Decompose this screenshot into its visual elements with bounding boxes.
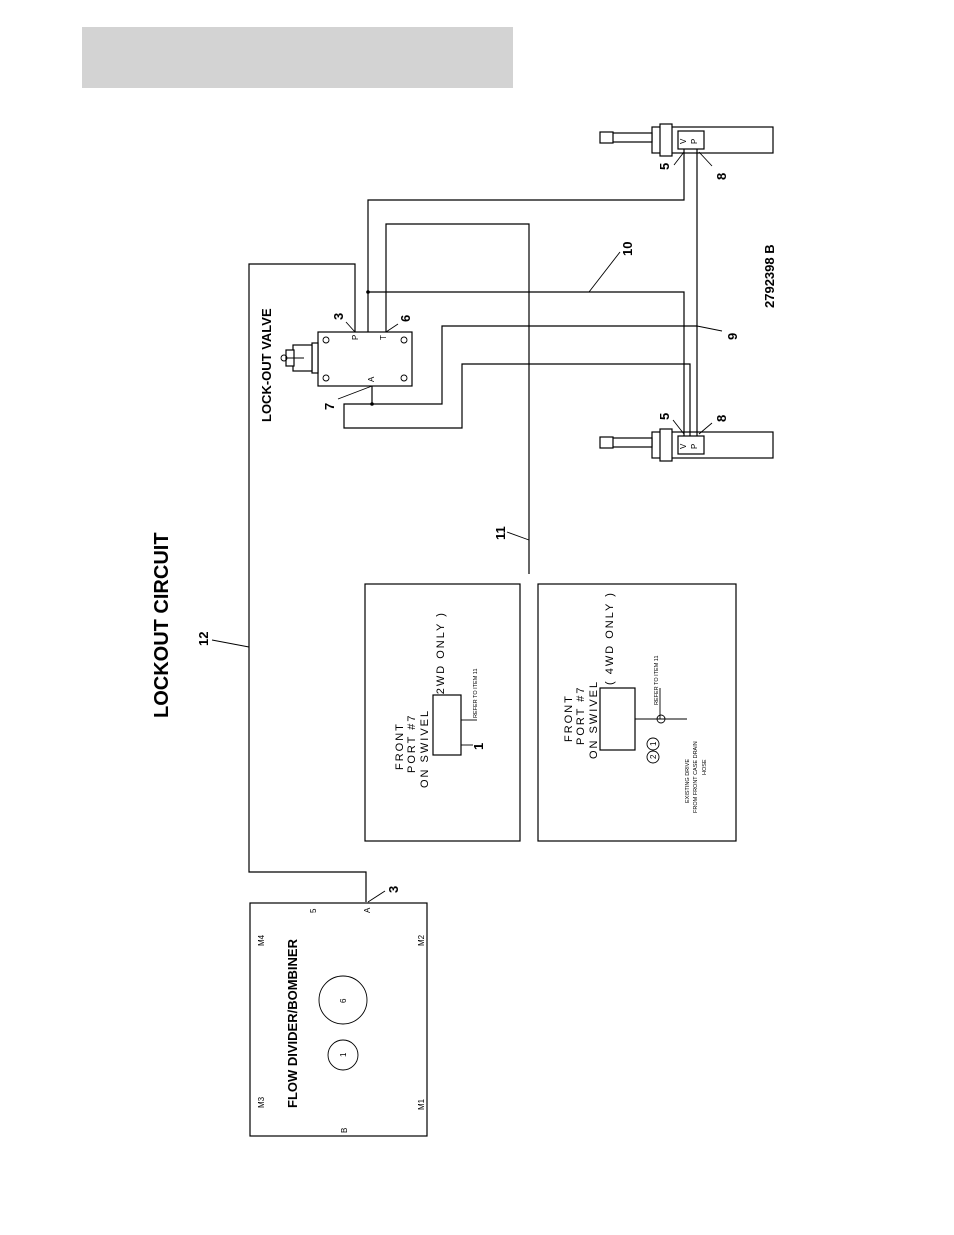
callout-1-circled: 1 [649, 741, 658, 746]
callout-3-divider: 3 [386, 886, 401, 893]
flow-divider-port-m1: M1 [417, 1098, 426, 1110]
flow-divider-port-five: 5 [309, 908, 318, 913]
lockout-valve: P T A [281, 332, 412, 386]
flow-divider-port-b: B [340, 1128, 349, 1133]
flow-divider-label: FLOW DIVIDER/BOMBINER [285, 938, 300, 1108]
cylinder-top: V P [600, 124, 773, 156]
cylinder-top-port-v: V [679, 138, 688, 144]
note-4wd-line2: PORT #7 [575, 686, 587, 745]
note-2wd-line4: ( 2WD ONLY ) [435, 611, 447, 705]
callout-11: 11 [493, 526, 508, 540]
note-4wd-refer: REFER TO ITEM 11 [654, 655, 660, 705]
cylinder-bottom-port-p: P [690, 444, 699, 449]
callout-3-valve: 3 [331, 313, 346, 320]
callout-1: 1 [471, 743, 486, 750]
note-4wd-existing3: HOSE [702, 759, 708, 775]
note-box-4wd: FRONT PORT #7 ON SWIVEL ( 4WD ONLY ) REF… [538, 584, 736, 841]
diagram-title: LOCKOUT CIRCUIT [151, 532, 173, 718]
note-2wd-refer: REFER TO ITEM 11 [473, 668, 479, 718]
hose-top-v [368, 149, 684, 332]
note-4wd-existing2: FROM FRONT CASE DRAIN [693, 741, 699, 813]
lockout-valve-body [318, 332, 412, 386]
flow-divider-circle-6-label: 6 [339, 998, 348, 1003]
callout-9: 9 [725, 333, 740, 340]
callout-5-top: 5 [657, 163, 672, 170]
note-4wd-line1: FRONT [563, 694, 575, 742]
valve-port-t: T [379, 335, 388, 340]
note-4wd-line4: ( 4WD ONLY ) [604, 591, 616, 685]
callout-8-bottom: 8 [714, 415, 729, 422]
callout-5-bottom: 5 [657, 413, 672, 420]
drawing-number: 2792398 B [762, 244, 777, 308]
lockout-valve-label: LOCK-OUT VALVE [259, 308, 274, 422]
hose-11 [386, 224, 529, 574]
note-2wd-line3: ON SWIVEL [419, 709, 431, 788]
callout-10: 10 [620, 242, 635, 256]
note-2wd-line2: PORT #7 [406, 714, 418, 773]
note-4wd-port-box [600, 688, 635, 750]
callout-2-circled: 2 [649, 754, 658, 759]
valve-handle [281, 343, 318, 373]
hose-9 [372, 149, 697, 404]
callout-6: 6 [398, 315, 413, 322]
valve-port-a: A [367, 376, 376, 382]
cylinder-bottom-port-v: V [679, 443, 688, 449]
flow-divider-port-m4: M4 [257, 934, 266, 946]
note-box-2wd: FRONT PORT #7 ON SWIVEL ( 2WD ONLY ) REF… [365, 584, 520, 841]
callout-7: 7 [322, 403, 337, 410]
callout-12: 12 [196, 632, 211, 646]
flow-divider-port-m3: M3 [257, 1096, 266, 1108]
flow-divider: 6 1 M4 M3 M2 M1 5 A B [250, 903, 427, 1136]
note-4wd-existing1: EXISTING DRIVE [685, 759, 691, 803]
flow-divider-circle-1-label: 1 [339, 1052, 348, 1057]
cylinder-bottom: V P [600, 429, 773, 461]
valve-port-p: P [351, 335, 360, 340]
callout-8-top: 8 [714, 173, 729, 180]
cylinder-top-port-p: P [690, 139, 699, 144]
note-2wd-line1: FRONT [394, 722, 406, 770]
flow-divider-port-a: A [363, 907, 372, 913]
flow-divider-port-m2: M2 [417, 934, 426, 946]
note-4wd-line3: ON SWIVEL [588, 680, 600, 759]
note-2wd-port-box [433, 695, 461, 755]
